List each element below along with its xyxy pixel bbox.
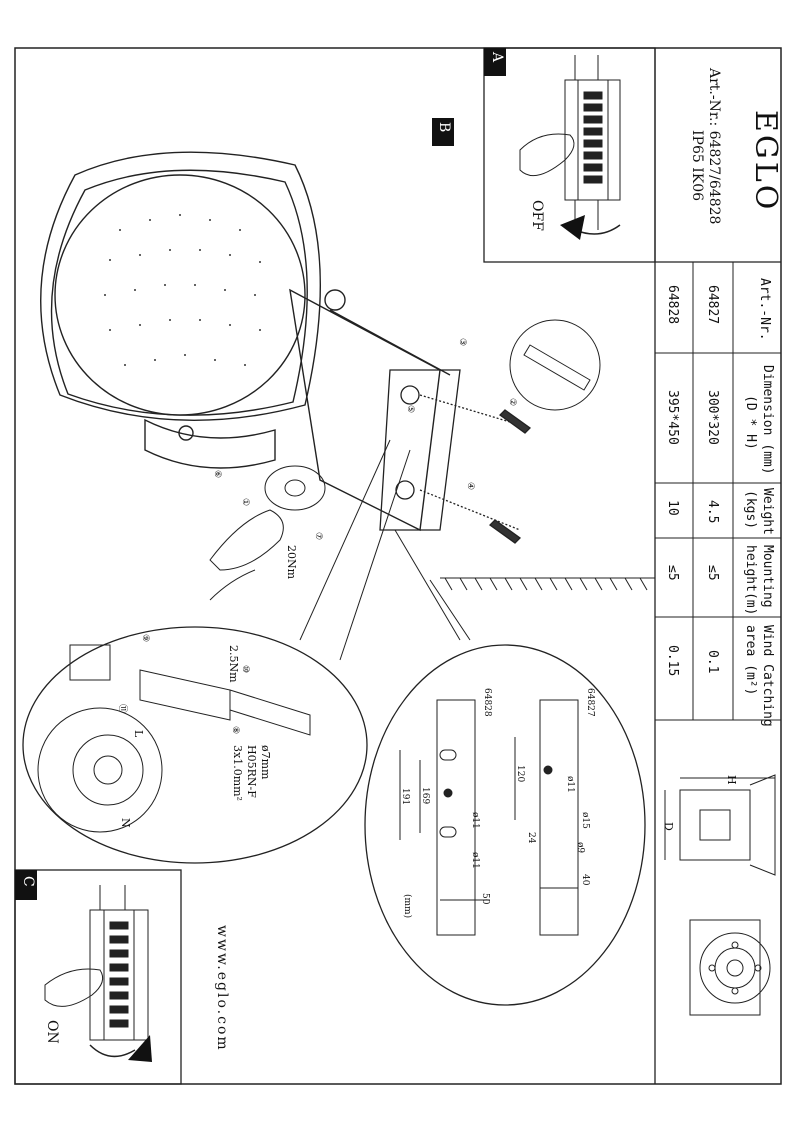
ip-rating-line: IP65 IK06 [689, 130, 705, 202]
wiring-detail-circle [22, 626, 368, 864]
website-link[interactable]: www.eglo.com [214, 925, 230, 1052]
switch-off-label: OFF [529, 200, 545, 231]
step-label-a: A [489, 52, 505, 63]
terminal-n: N [119, 818, 132, 828]
cable-spec: 3x1.0mm² [231, 745, 244, 801]
product-side-view [664, 774, 776, 876]
drill-template-circle [364, 644, 646, 1006]
article-number-line: Art.-Nr.: 64827/64828 [706, 68, 722, 225]
drill-unit: (mm) [402, 894, 412, 919]
torque-20nm: 20Nm [285, 545, 298, 580]
header-mounting: Mounting [760, 545, 775, 608]
floodlight-head [40, 151, 451, 532]
breaker-c [44, 885, 149, 1041]
drill-a-d9: ø9 [575, 842, 585, 854]
spec-table-grid [655, 262, 781, 721]
step-4: ④ [465, 482, 475, 491]
step-7: ⑦ [313, 532, 323, 541]
header-dimension: Dimension (mm) [760, 365, 775, 475]
drill-b-d11a: ø11 [470, 812, 480, 829]
step-11: ⑪ [117, 704, 127, 714]
row2-weight: 10 [665, 500, 680, 516]
drill-a-d15: ø15 [580, 812, 590, 829]
plate-64827 [539, 699, 579, 936]
drill-a-d11: ø11 [565, 776, 575, 793]
drill-label-64828: 64828 [482, 688, 492, 717]
row2-dim: 395*450 [665, 390, 680, 445]
step-3: ③ [457, 338, 467, 347]
row1-height: ≤5 [705, 565, 720, 581]
drill-a-120: 120 [515, 765, 525, 783]
lens-dots [104, 214, 261, 366]
row1-wind: 0.1 [705, 650, 720, 674]
cable-type: H05RN-F [245, 745, 258, 798]
dim-label-d: D [662, 822, 675, 831]
cable-diameter: ø7mm [259, 745, 272, 780]
row2-wind: 0.15 [665, 645, 680, 677]
row2-height: ≤5 [665, 565, 680, 581]
drill-b-169: 169 [420, 787, 430, 805]
step-10: ⑩ [240, 665, 250, 674]
wall-hatch [440, 577, 655, 591]
adjust-knob [209, 465, 326, 601]
header-art-nr: Art.-Nr. [757, 278, 772, 341]
torque-2-5nm: 2.5Nm [227, 645, 240, 683]
brand-title: EGLO [748, 110, 783, 213]
switch-on-label: ON [44, 1020, 60, 1044]
header-dimension-sub: (D * H) [743, 395, 758, 450]
header-wind: Wind Catching [760, 625, 775, 727]
box-a [483, 47, 656, 263]
row1-weight: 4.5 [705, 500, 720, 524]
step-label-c: C [20, 876, 36, 887]
header-mounting-unit: height(m) [743, 545, 758, 616]
step-label-b: B [436, 122, 452, 133]
step-1: ① [240, 498, 250, 507]
plate-64828 [436, 699, 476, 936]
drill-a-40: 40 [580, 874, 590, 886]
terminal-l: L [132, 730, 145, 738]
dim-label-h: H [725, 775, 738, 785]
page-frame [14, 47, 782, 1085]
breaker-a [519, 55, 621, 230]
drill-b-191: 191 [400, 788, 410, 806]
bracket [379, 369, 532, 544]
row1-dim: 300*320 [705, 390, 720, 445]
header-weight: Weight [760, 488, 775, 535]
step-6: ⑥ [212, 470, 222, 479]
box-c [14, 869, 182, 1085]
header-weight-unit: (kgs) [743, 490, 758, 530]
product-front-view [689, 919, 771, 1016]
row2-art: 64828 [665, 285, 680, 325]
drill-label-64827: 64827 [585, 688, 595, 717]
drill-b-50: 50 [480, 893, 490, 905]
header-wind-unit: area (m²) [743, 625, 758, 696]
row1-art: 64827 [705, 285, 720, 325]
step-8: ⑧ [230, 726, 240, 735]
step-5: ⑤ [405, 405, 415, 414]
drill-a-24: 24 [526, 832, 536, 844]
step-9: ⑨ [140, 634, 150, 643]
drill-b-d11b: ø11 [470, 852, 480, 869]
step-2: ② [507, 398, 517, 407]
